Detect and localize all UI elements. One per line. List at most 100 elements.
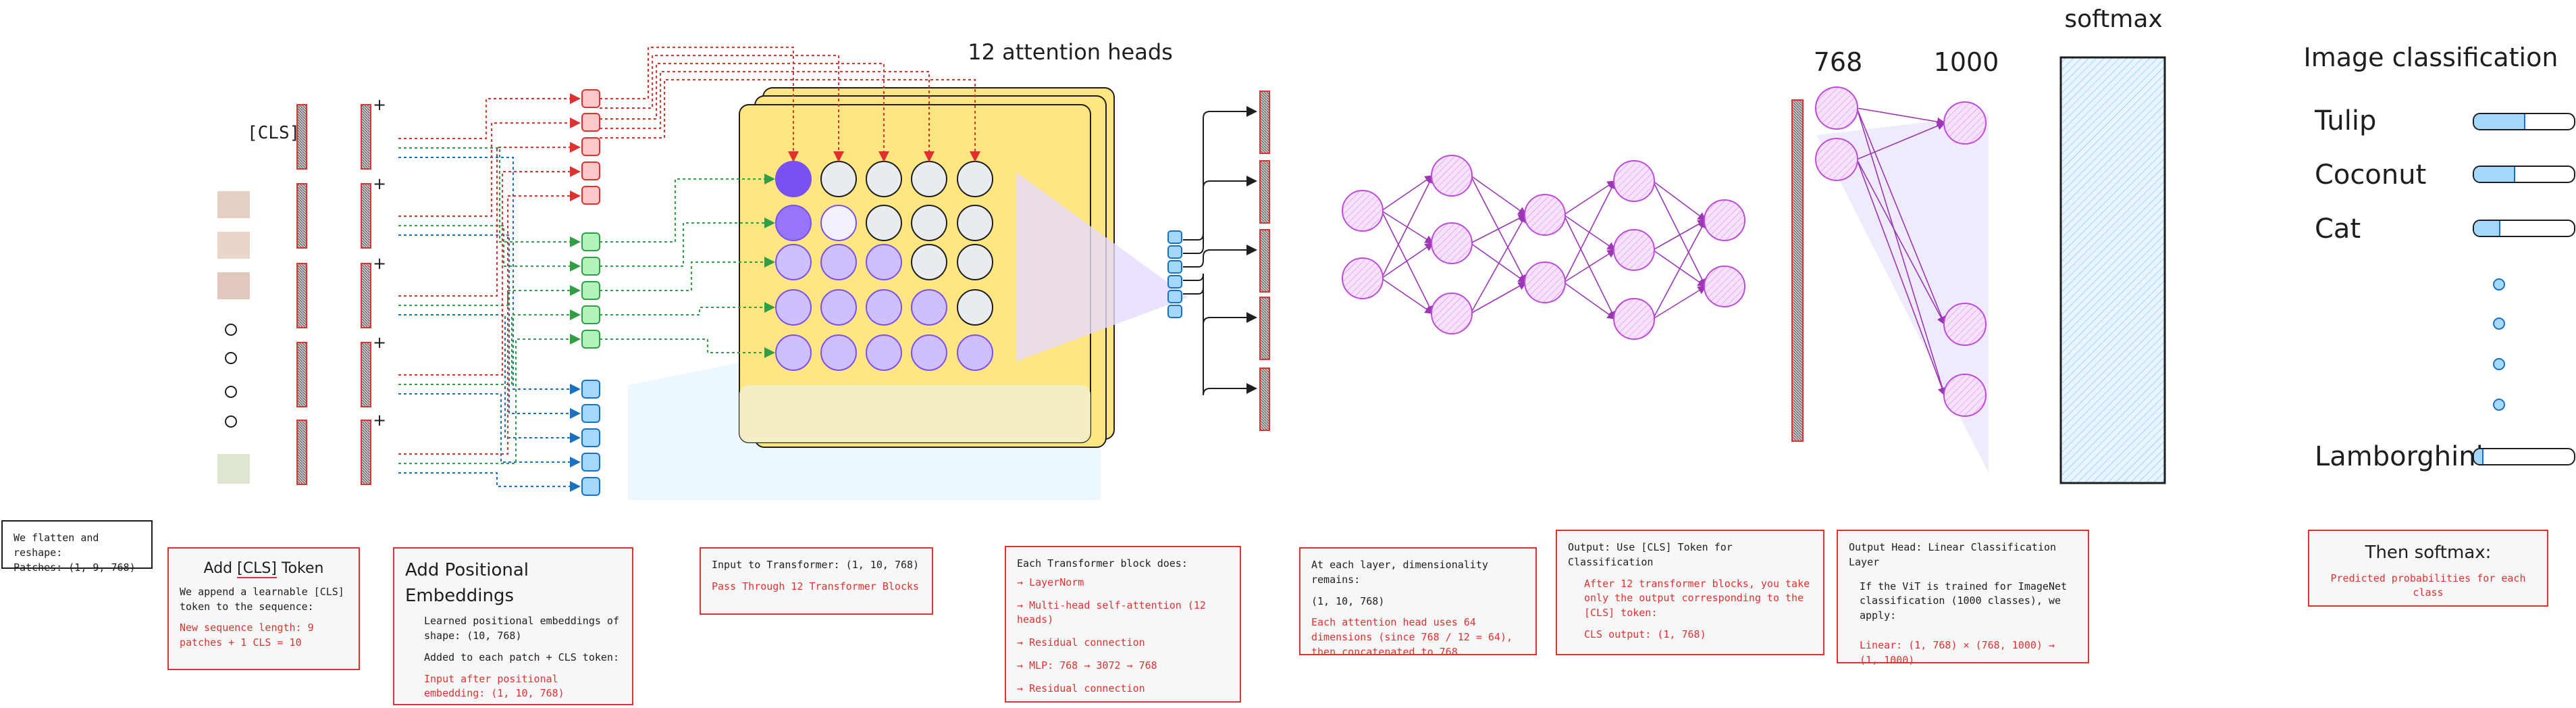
connection-line [600, 71, 935, 162]
head-connection [1856, 107, 1946, 126]
mlp-neuron [1342, 190, 1384, 232]
note-output-cls-red: After 12 transformer blocks, you take on… [1584, 577, 1810, 620]
attention-heads-label: 12 attention heads [968, 39, 1173, 65]
class-label-cat: Cat [2315, 213, 2361, 245]
position-embedding-vector [361, 183, 371, 249]
token-square [581, 186, 600, 205]
note-flatten-line2: Patches: (1, 9, 768) [14, 561, 136, 574]
mlp-neuron [1431, 155, 1473, 197]
connection-line [600, 79, 980, 162]
cls-output-vector [1791, 99, 1804, 442]
attention-cell [820, 161, 857, 197]
ellipsis-dot [225, 415, 237, 428]
attention-cell [957, 244, 993, 280]
probability-fill [2474, 114, 2525, 129]
mlp-connection [1563, 282, 1616, 320]
position-embedding-vector [361, 420, 371, 485]
connection-line [398, 93, 581, 139]
ellipsis-dot [2493, 399, 2505, 411]
note-softmax-title: Then softmax: [2365, 542, 2492, 563]
attention-cell [775, 205, 812, 241]
head-output-square [1167, 245, 1182, 259]
connection-line [398, 393, 581, 467]
mlp-connection [1652, 180, 1707, 221]
attention-cell [820, 205, 857, 241]
attention-cell [957, 289, 993, 326]
note-output-cls-red2: CLS output: (1, 768) [1584, 628, 1706, 640]
note-positional-body1: Learned positional embeddings of shape: … [424, 614, 621, 644]
mlp-neuron [1524, 194, 1566, 236]
note-add-cls-red: New sequence length: 9 patches + 1 CLS =… [180, 622, 314, 649]
connection-line [600, 257, 775, 291]
mlp-connection [1381, 175, 1434, 211]
token-square [581, 113, 600, 132]
note-transformer-input-line1: Input to Transformer: (1, 10, 768) [712, 559, 920, 571]
attention-cell [866, 244, 902, 280]
ellipsis-dot [2493, 278, 2505, 290]
note-dims-line1: At each layer, dimensionality remains: [1311, 559, 1488, 586]
plus-sign: + [373, 174, 386, 193]
connection-line [600, 302, 775, 315]
ellipsis-dot [225, 324, 237, 336]
connection-line [398, 166, 581, 376]
connection-line [398, 157, 581, 395]
attention-cell [911, 289, 947, 326]
note-add-cls-title-post: Token [276, 560, 324, 577]
transformer-output-vector [1259, 160, 1270, 224]
note-positional-body1-text: Learned positional embeddings of shape: [424, 615, 619, 642]
attention-cell [957, 334, 993, 371]
position-embedding-vectors [361, 104, 371, 485]
head-output-square [1167, 305, 1182, 318]
mlp-connection [1470, 282, 1527, 314]
mlp-connection [1470, 214, 1527, 244]
class-label-lamborghini: Lamborghini [2315, 441, 2483, 472]
head-connection [1856, 107, 1946, 326]
note-output-cls-title: Output: Use [CLS] Token for Classificati… [1568, 541, 1733, 568]
connection-line [398, 142, 581, 297]
probability-fill [2474, 221, 2500, 236]
attention-input-connections [600, 47, 980, 358]
token-square [581, 257, 600, 276]
patch-embedding-vector [296, 342, 307, 407]
attention-head-card-overlay [739, 385, 1090, 442]
note-transformer-input-red: Pass Through 12 Transformer Blocks [712, 580, 920, 592]
attention-cell [820, 289, 857, 326]
patch-thumbnail [217, 191, 250, 218]
position-embedding-vector [361, 104, 371, 170]
patch-embedding-vector [296, 104, 307, 170]
mlp-neuron [1431, 222, 1473, 264]
connection-line [600, 338, 775, 358]
head-output-square [1167, 260, 1182, 274]
patch-thumbnail [217, 232, 250, 259]
head-neuron [1815, 138, 1858, 181]
head-output-square [1167, 290, 1182, 303]
mlp-connection [1652, 249, 1707, 287]
patch-embedding-vector [296, 420, 307, 485]
token-square [581, 404, 600, 423]
head-connection [1856, 107, 1947, 397]
head-output-square [1167, 275, 1182, 288]
mlp-connection [1381, 243, 1434, 279]
connection-line [600, 174, 775, 243]
position-embedding-vector [361, 263, 371, 328]
note-flatten-line1: We flatten and reshape: [14, 532, 99, 559]
class-label-tulip: Tulip [2315, 105, 2377, 136]
position-embedding-vector [361, 342, 371, 407]
note-transformer-input: Input to Transformer: (1, 10, 768) Pass … [700, 547, 933, 615]
connection-line [398, 118, 581, 217]
attention-cell [775, 334, 812, 371]
patch-embedding-vectors [296, 104, 307, 485]
transformer-block-step: MLP: 768 → 3072 → 768 [1017, 659, 1229, 674]
attention-cell [866, 205, 902, 241]
attention-cell [866, 161, 902, 197]
connection-line [1183, 106, 1257, 241]
note-positional-body2: Added to each patch + CLS token: [424, 651, 619, 663]
token-square [581, 477, 600, 496]
ellipsis-dot [2493, 358, 2505, 370]
dim-1000-label: 1000 [1934, 47, 1999, 77]
transformer-output-vector [1259, 91, 1270, 154]
plus-sign: + [373, 95, 386, 114]
head-output-square [1167, 230, 1182, 244]
token-square [581, 330, 600, 349]
note-output-cls: Output: Use [CLS] Token for Classificati… [1556, 530, 1824, 655]
